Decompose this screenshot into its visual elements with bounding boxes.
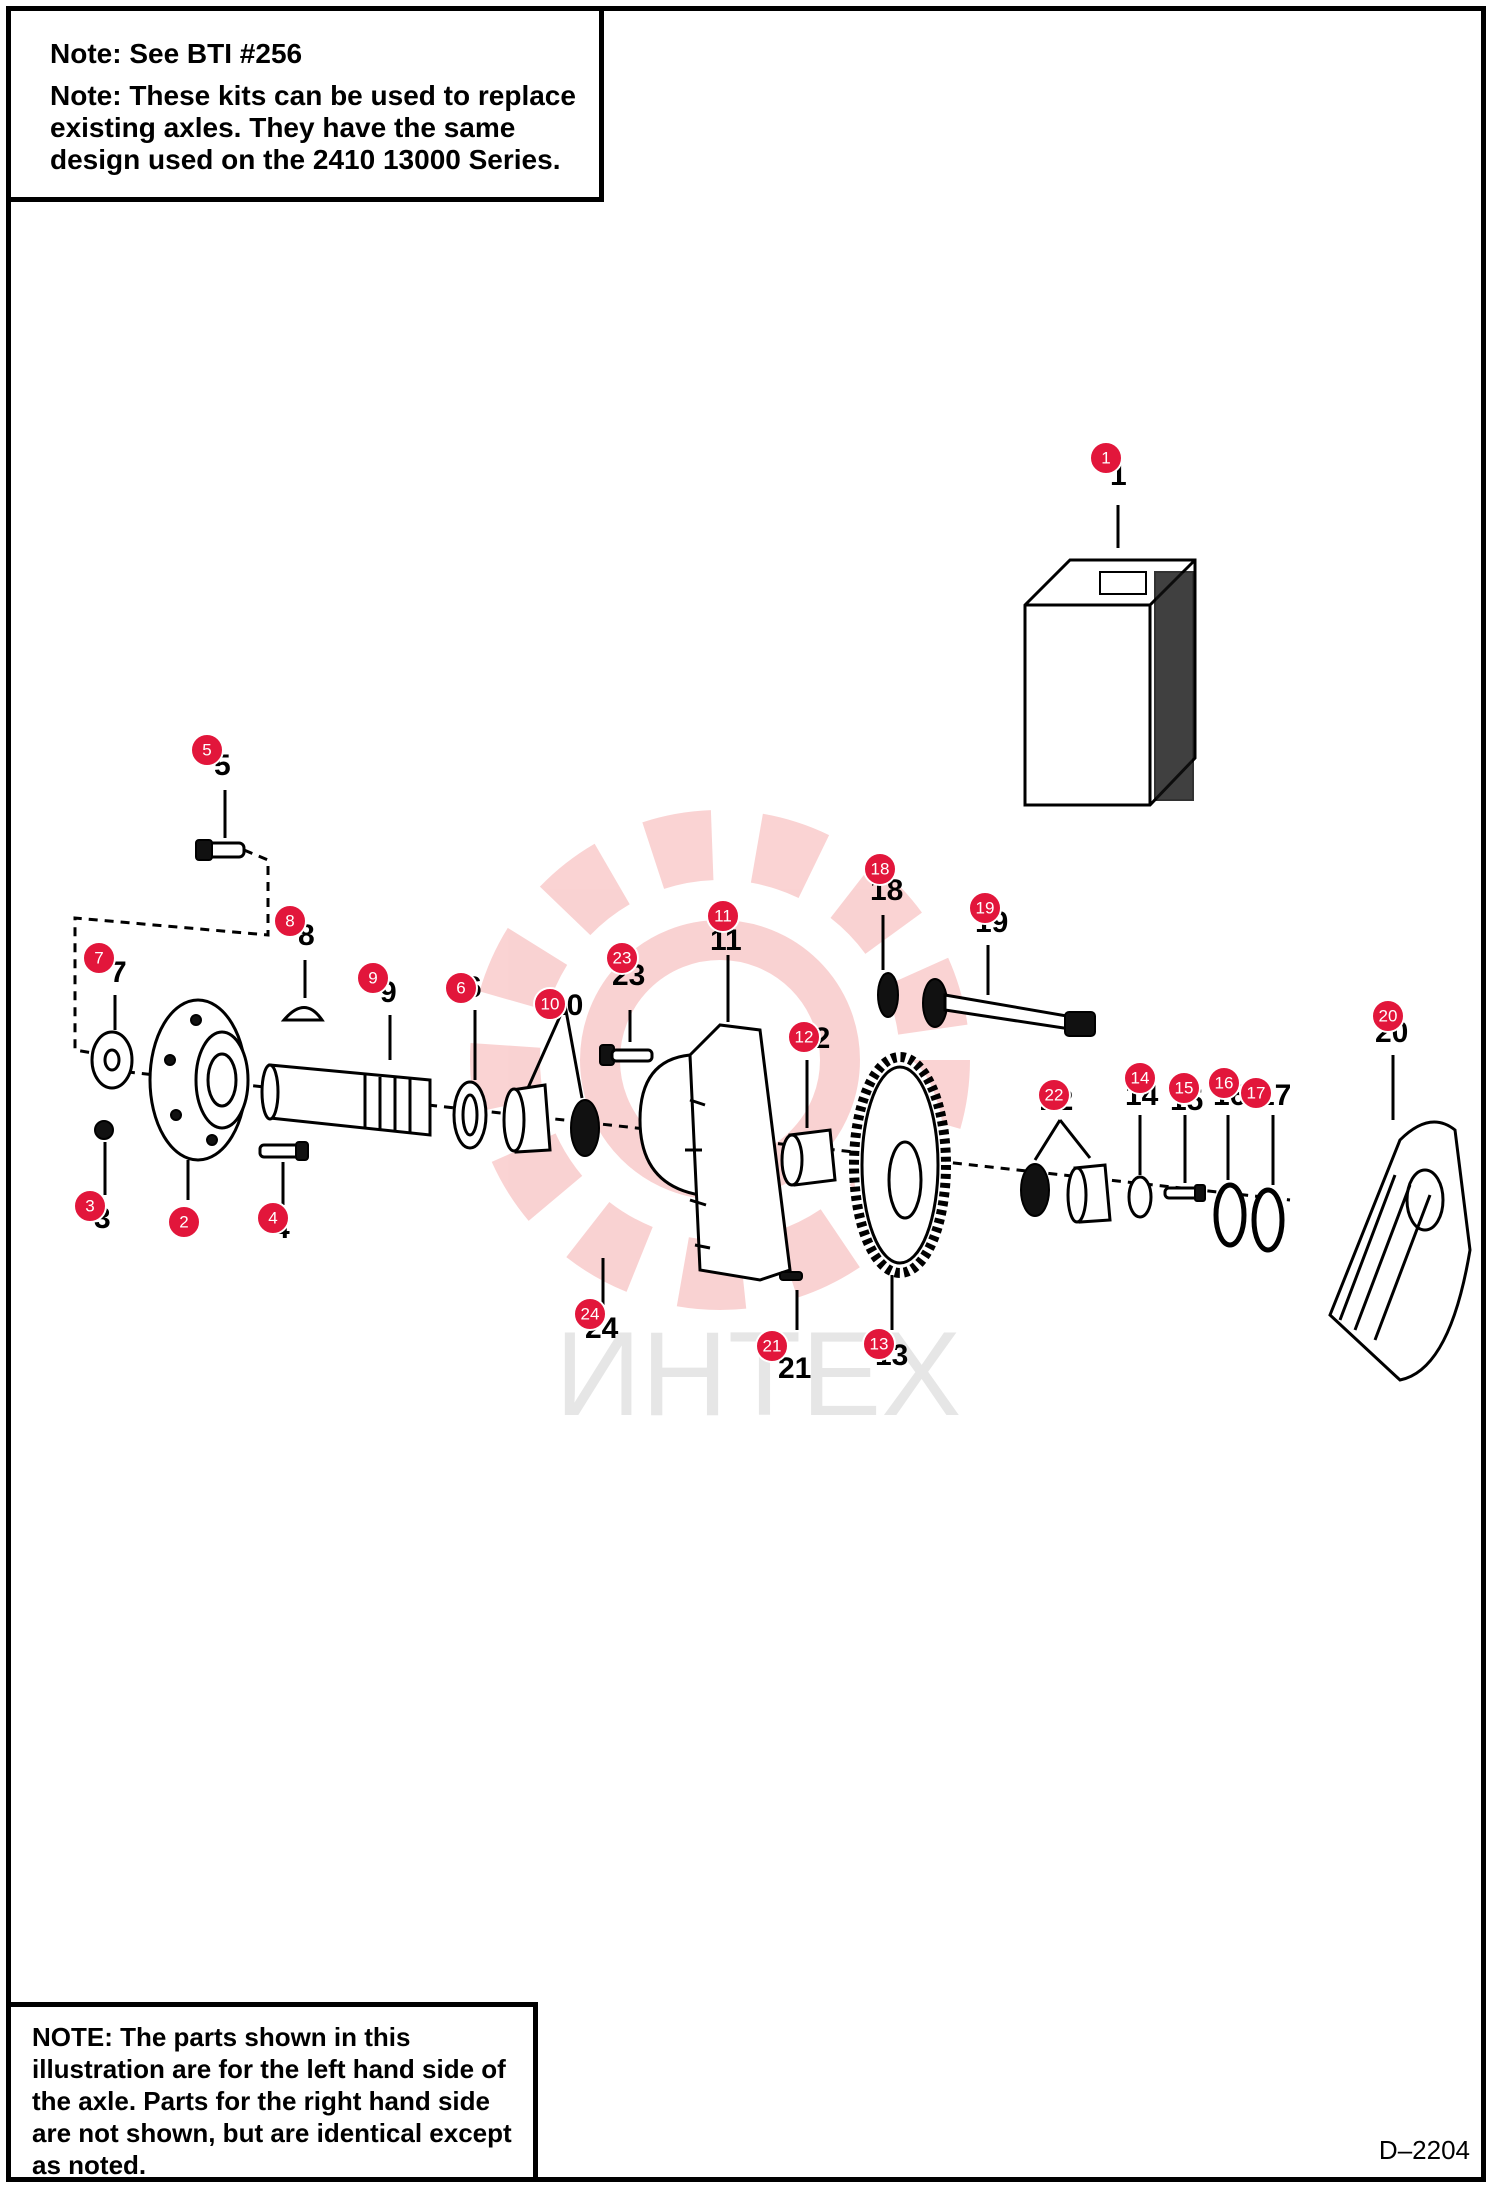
callout-17[interactable]: 17 [1239,1076,1273,1110]
callout-8[interactable]: 8 [273,904,307,938]
watermark-text: ИНТЕХ [555,1307,961,1441]
o-ring-17 [1251,1187,1285,1253]
axle-shaft-9 [260,1063,432,1137]
key-8 [280,1006,325,1022]
svg-text:1: 1 [1101,449,1110,468]
callout-6[interactable]: 6 [444,971,478,1005]
callout-24[interactable]: 24 [573,1297,607,1331]
svg-text:23: 23 [613,949,632,968]
callouts: 1 2 3 4 5 6 7 8 9 10 11 12 13 14 15 16 1… [73,441,1405,1363]
svg-text:9: 9 [368,969,377,988]
kit-box [1023,558,1197,807]
svg-text:5: 5 [202,741,211,760]
cover-20 [1328,1120,1472,1382]
watermark: ИНТЕХ [470,810,970,1441]
svg-text:10: 10 [541,995,560,1014]
washer-14 [1127,1175,1153,1219]
svg-text:20: 20 [1379,1007,1398,1026]
svg-text:7: 7 [94,949,103,968]
bearing-10 [502,1083,600,1157]
svg-text:16: 16 [1215,1074,1234,1093]
callout-15[interactable]: 15 [1167,1071,1201,1105]
top-note-box: Note: See BTI #256 Note: These kits can … [6,6,604,202]
callout-13[interactable]: 13 [862,1327,896,1361]
svg-text:2: 2 [179,1213,188,1232]
svg-text:18: 18 [871,860,890,879]
callout-1[interactable]: 1 [1089,441,1123,475]
callout-18[interactable]: 18 [863,852,897,886]
callout-3[interactable]: 3 [73,1189,107,1223]
bushing-12 [780,1128,837,1187]
washer-7 [90,1030,134,1090]
svg-text:8: 8 [285,912,294,931]
callout-10[interactable]: 10 [533,987,567,1021]
callout-19[interactable]: 19 [968,891,1002,925]
callout-9[interactable]: 9 [356,961,390,995]
svg-text:14: 14 [1131,1069,1150,1088]
callout-4[interactable]: 4 [256,1201,290,1235]
drawing-frame [6,6,1486,2182]
pinion-shaft-19 [922,978,1096,1037]
svg-text:15: 15 [1175,1079,1194,1098]
bolt-23 [599,1044,654,1066]
screw-15 [1163,1184,1206,1202]
svg-text:3: 3 [85,1197,94,1216]
bearing-22 [1020,1163,1112,1224]
bolt-5 [73,839,270,1057]
bull-gear-13 [849,1052,951,1278]
callout-21[interactable]: 21 [755,1329,789,1363]
drawing-code: D–2204 [1378,2135,1470,2165]
svg-text:13: 13 [870,1335,889,1354]
callout-11[interactable]: 11 [706,899,740,933]
callout-2[interactable]: 2 [167,1205,201,1239]
svg-text:6: 6 [456,979,465,998]
svg-text:17: 17 [1247,1084,1266,1103]
callout-23[interactable]: 23 [605,941,639,975]
leader-lines [103,505,1395,1330]
nut-3 [94,1120,114,1140]
callout-5[interactable]: 5 [190,733,224,767]
callout-22[interactable]: 22 [1037,1078,1071,1112]
svg-text:12: 12 [795,1028,814,1047]
callout-14[interactable]: 14 [1123,1061,1157,1095]
note-bti: Note: See BTI #256 [50,38,303,69]
svg-text:24: 24 [581,1305,600,1324]
callout-7[interactable]: 7 [82,941,116,975]
svg-text:4: 4 [268,1209,277,1228]
svg-text:22: 22 [1045,1086,1064,1105]
seal-6 [452,1080,488,1150]
bolt-4 [258,1141,309,1161]
hub-2 [148,998,250,1162]
bottom-note-box: NOTE: The parts shown in this illustrati… [6,2002,538,2182]
seal-18 [877,972,899,1018]
callout-12[interactable]: 12 [787,1020,821,1054]
svg-text:11: 11 [714,907,732,926]
axle-housing-11 [638,1023,792,1282]
svg-text:21: 21 [763,1337,782,1356]
note-kits: Note: These kits can be used to replace … [50,80,576,175]
callout-20[interactable]: 20 [1371,999,1405,1033]
pin-21 [779,1271,803,1281]
o-ring-16 [1213,1182,1247,1248]
callout-16[interactable]: 16 [1207,1066,1241,1100]
svg-text:19: 19 [976,899,995,918]
note-left-hand-side: NOTE: The parts shown in this illustrati… [32,2022,512,2180]
